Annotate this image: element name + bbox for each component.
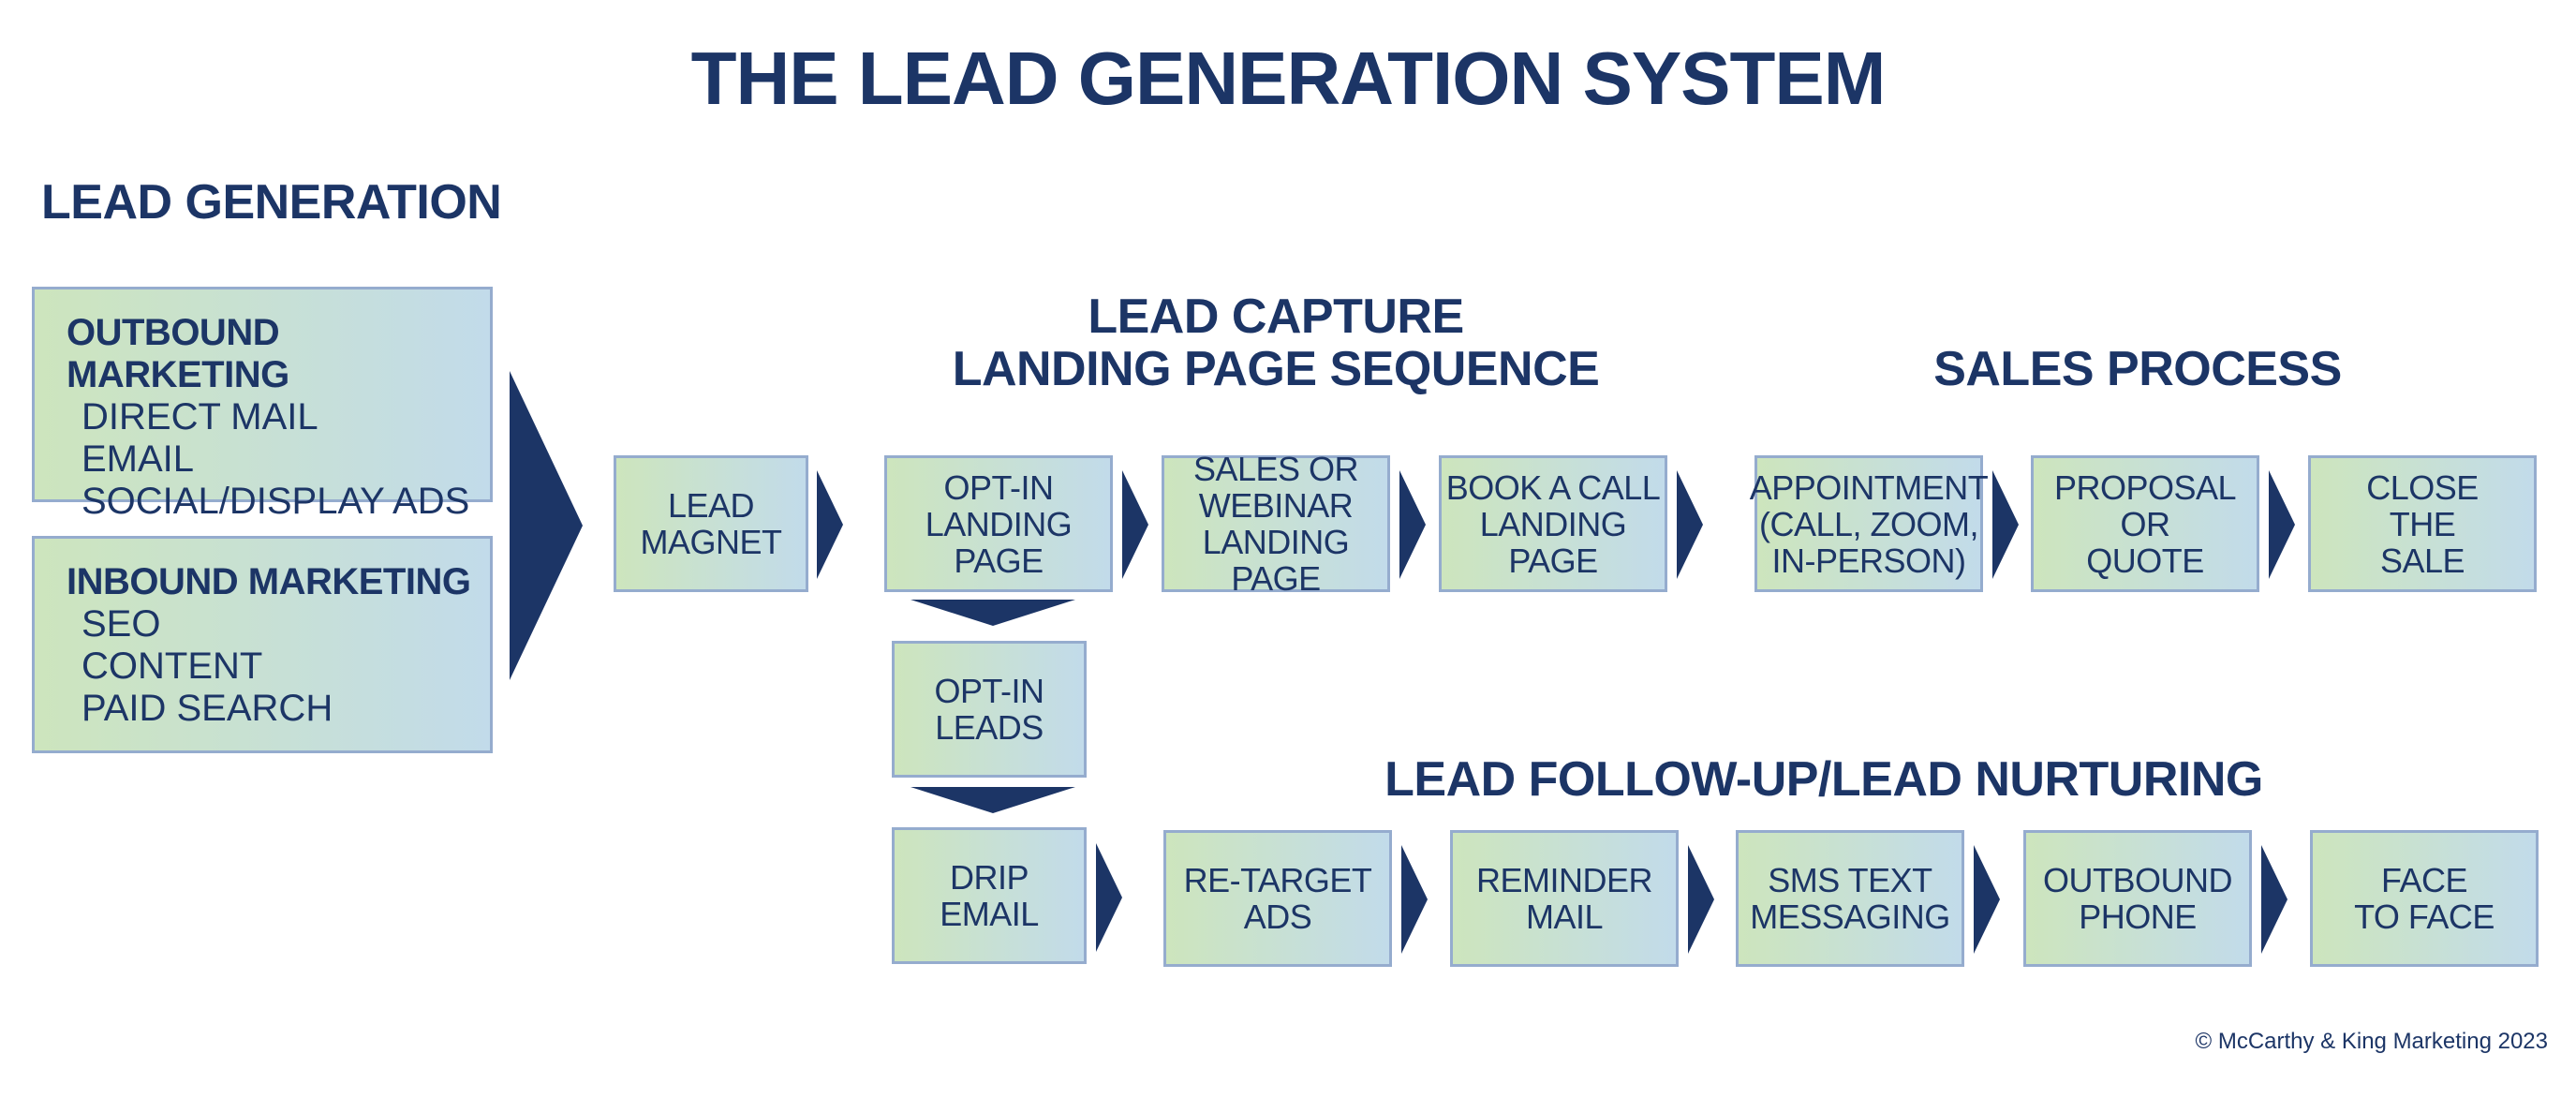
step-appointment: APPOINTMENT (CALL, ZOOM, IN-PERSON) (1750, 455, 1989, 592)
big-flow-arrow-icon (510, 371, 583, 680)
step-face-to-face-label: FACE TO FACE (2354, 861, 2495, 936)
step-optin-leads-label: OPT-IN LEADS (934, 672, 1044, 747)
outbound-item-email: EMAIL (81, 438, 195, 480)
step-book-call-landing-page: BOOK A CALL LANDING PAGE (1439, 455, 1667, 592)
step-sales-webinar-label: SALES OR WEBINAR LANDING PAGE (1192, 450, 1359, 598)
arrow-right-icon (817, 470, 843, 579)
outbound-marketing-title: OUTBOUND MARKETING (67, 312, 289, 395)
step-lead-magnet: LEAD MAGNET (614, 455, 808, 592)
arrow-down-icon (910, 600, 1075, 626)
heading-sales-process: SALES PROCESS (1933, 342, 2342, 396)
heading-lead-capture-line2: LANDING PAGE SEQUENCE (952, 342, 1600, 396)
step-drip-email-label: DRIP EMAIL (940, 858, 1039, 933)
step-face-to-face: FACE TO FACE (2310, 830, 2539, 967)
heading-lead-capture: LEAD CAPTURE LANDING PAGE SEQUENCE (953, 290, 1600, 395)
step-proposal-quote: PROPOSAL OR QUOTE (2031, 455, 2259, 592)
arrow-down-icon (910, 787, 1075, 813)
step-lead-magnet-label: LEAD MAGNET (640, 486, 782, 561)
outbound-item-social-display-ads: SOCIAL/DISPLAY ADS (81, 481, 470, 522)
step-book-call-label: BOOK A CALL LANDING PAGE (1445, 467, 1661, 580)
step-optin-leads: OPT-IN LEADS (892, 641, 1087, 778)
inbound-item-paid-search: PAID SEARCH (81, 688, 333, 729)
outbound-marketing-box: OUTBOUND MARKETING DIRECT MAIL EMAIL SOC… (32, 287, 493, 522)
step-reminder-mail-label: REMINDER MAIL (1475, 861, 1653, 936)
step-close-sale-label: CLOSE THE SALE (2366, 467, 2479, 580)
arrow-right-icon (2269, 470, 2295, 579)
arrow-right-icon (2261, 845, 2287, 954)
heading-lead-nurturing: LEAD FOLLOW-UP/LEAD NURTURING (1384, 752, 2263, 807)
step-appointment-label: APPOINTMENT (CALL, ZOOM, IN-PERSON) (1749, 467, 1989, 580)
step-retarget-ads-label: RE-TARGET ADS (1183, 861, 1372, 936)
step-proposal-label: PROPOSAL OR QUOTE (2053, 467, 2237, 580)
arrow-right-icon (1401, 845, 1428, 954)
step-sms-text-messaging: SMS TEXT MESSAGING (1736, 830, 1964, 967)
step-reminder-mail: REMINDER MAIL (1450, 830, 1679, 967)
arrow-right-icon (1974, 845, 2000, 954)
step-outbound-phone-label: OUTBOUND PHONE (2043, 861, 2233, 936)
arrow-right-icon (1677, 470, 1703, 579)
inbound-marketing-title: INBOUND MARKETING (67, 561, 471, 602)
arrow-right-icon (1688, 845, 1714, 954)
outbound-item-direct-mail: DIRECT MAIL (81, 396, 318, 438)
heading-lead-generation: LEAD GENERATION (41, 175, 502, 230)
heading-lead-capture-line1: LEAD CAPTURE (1088, 289, 1464, 344)
step-close-the-sale: CLOSE THE SALE (2308, 455, 2537, 592)
step-optin-landing-page: OPT-IN LANDING PAGE (884, 455, 1113, 592)
step-drip-email: DRIP EMAIL (892, 827, 1087, 964)
arrow-right-icon (1399, 470, 1426, 579)
inbound-item-seo: SEO (81, 603, 161, 645)
step-outbound-phone: OUTBOUND PHONE (2023, 830, 2252, 967)
inbound-item-content: CONTENT (81, 646, 263, 687)
arrow-right-icon (1096, 843, 1122, 952)
copyright-footer: © McCarthy & King Marketing 2023 (2195, 1029, 2548, 1054)
arrow-right-icon (1992, 470, 2019, 579)
step-sms-text-label: SMS TEXT MESSAGING (1750, 861, 1950, 936)
inbound-marketing-box: INBOUND MARKETING SEO CONTENT PAID SEARC… (32, 536, 493, 753)
step-retarget-ads: RE-TARGET ADS (1163, 830, 1392, 967)
step-optin-landing-page-label: OPT-IN LANDING PAGE (925, 467, 1073, 580)
arrow-right-icon (1122, 470, 1148, 579)
step-sales-webinar-landing-page: SALES OR WEBINAR LANDING PAGE (1162, 451, 1390, 597)
page-title: THE LEAD GENERATION SYSTEM (690, 37, 1887, 120)
